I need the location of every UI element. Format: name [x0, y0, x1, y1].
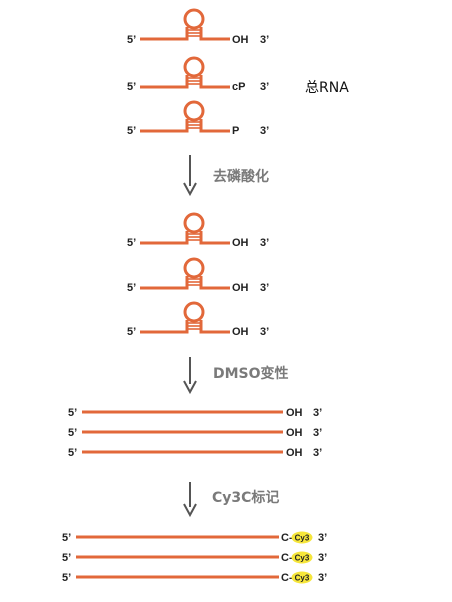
three-prime-label: 3’: [313, 407, 322, 419]
five-prime-label: 5’: [62, 572, 71, 584]
three-prime-label: 3’: [318, 532, 327, 544]
step-arrow-dephosphorylation: 去磷酸化: [183, 155, 269, 197]
cy3-tag: [291, 531, 313, 544]
cy3-tag: [291, 551, 313, 564]
three-end-group-label: OH: [286, 407, 303, 419]
hairpin-rna-oh: 5’ OH 3’: [127, 257, 269, 294]
three-prime-label: 3’: [260, 125, 269, 137]
labeled-rna: 5’ C- Cy3 3’: [62, 531, 327, 544]
three-end-group-label: cP: [232, 81, 245, 93]
hairpin-rna-p: 5’ P 3’: [127, 100, 269, 137]
hairpin-loop: [183, 257, 205, 279]
cy3-tag: [291, 571, 313, 584]
hairpin-shape: [140, 8, 230, 41]
five-prime-label: 5’: [127, 326, 136, 338]
three-prime-label: 3’: [313, 427, 322, 439]
five-prime-label: 5’: [68, 427, 77, 439]
hairpin-rna-oh: 5’ OH 3’: [127, 212, 269, 249]
linear-rna-oh: 5’ OH 3’: [68, 427, 322, 439]
stage-cy3-labeled-rna: 5’ C- Cy3 3’ 5’ C- Cy3 3’ 5’ C- Cy3 3’: [62, 531, 327, 584]
three-prime-label: 3’: [260, 237, 269, 249]
hairpin-rna-oh: 5’ OH 3’: [127, 301, 269, 338]
cy3-tag-label: Cy3: [295, 554, 310, 563]
five-prime-label: 5’: [127, 282, 136, 294]
five-prime-label: 5’: [68, 407, 77, 419]
hairpin-rna-cp: 5’ cP 3’: [127, 56, 269, 93]
step-label-dmso-denaturation: DMSO变性: [213, 365, 289, 382]
step-label-cy3c-labeling: Cy3C标记: [212, 489, 279, 506]
carbon-link-label: C-: [281, 552, 293, 564]
linear-rna-oh: 5’ OH 3’: [68, 447, 322, 459]
hairpin-rna-oh: 5’ OH 3’: [127, 8, 269, 46]
five-prime-label: 5’: [68, 447, 77, 459]
five-prime-label: 5’: [127, 125, 136, 137]
three-prime-label: 3’: [318, 572, 327, 584]
hairpin-shape: [140, 56, 230, 89]
step-arrow-dmso: DMSO变性: [183, 357, 289, 395]
stage-dephosphorylated-rna: 5’ OH 3’ 5’ OH 3’ 5’ OH 3’: [127, 212, 269, 338]
hairpin-shape: [140, 212, 230, 245]
labeled-rna: 5’ C- Cy3 3’: [62, 571, 327, 584]
carbon-link-label: C-: [281, 532, 293, 544]
three-end-group-label: OH: [286, 427, 303, 439]
three-prime-label: 3’: [260, 81, 269, 93]
hairpin-shape: [140, 100, 230, 133]
three-end-group-label: OH: [232, 34, 249, 46]
hairpin-shape: [140, 257, 230, 290]
three-prime-label: 3’: [260, 326, 269, 338]
hairpin-loop: [183, 301, 205, 323]
stage-denatured-rna: 5’ OH 3’ 5’ OH 3’ 5’ OH 3’: [68, 407, 322, 459]
three-end-group-label: OH: [286, 447, 303, 459]
three-prime-label: 3’: [318, 552, 327, 564]
cy3-tag-label: Cy3: [295, 534, 310, 543]
three-prime-label: 3’: [260, 282, 269, 294]
five-prime-label: 5’: [127, 81, 136, 93]
total-rna-label: 总RNA: [305, 80, 349, 96]
stage-total-rna: 5’ OH 3’ 5’ cP 3’ 5’ P 3’ 总RNA: [127, 8, 349, 137]
three-end-group-label: OH: [232, 237, 249, 249]
cy3-tag-label: Cy3: [295, 574, 310, 583]
linear-rna-oh: 5’ OH 3’: [68, 407, 322, 419]
carbon-link-label: C-: [281, 572, 293, 584]
labeled-rna: 5’ C- Cy3 3’: [62, 551, 327, 564]
arrow-head-icon: [183, 182, 197, 197]
five-prime-label: 5’: [62, 552, 71, 564]
five-prime-label: 5’: [62, 532, 71, 544]
three-prime-label: 3’: [260, 34, 269, 46]
step-label-dephosphorylation: 去磷酸化: [213, 168, 269, 185]
five-prime-label: 5’: [127, 34, 136, 46]
three-end-group-label: OH: [232, 282, 249, 294]
arrow-head-icon: [183, 503, 197, 518]
hairpin-loop: [183, 212, 205, 234]
five-prime-label: 5’: [127, 237, 136, 249]
hairpin-loop: [183, 8, 205, 30]
arrow-head-icon: [183, 380, 197, 395]
three-end-group-label: OH: [232, 326, 249, 338]
three-prime-label: 3’: [313, 447, 322, 459]
hairpin-shape: [140, 301, 230, 334]
step-arrow-cy3c: Cy3C标记: [183, 482, 279, 518]
three-end-group-label: P: [232, 125, 239, 137]
hairpin-loop: [183, 56, 205, 78]
hairpin-loop: [183, 100, 205, 122]
